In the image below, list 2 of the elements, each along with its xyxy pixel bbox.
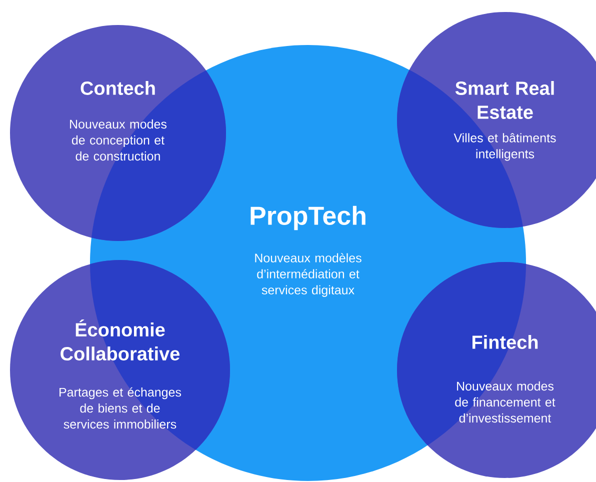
heading: PropTech (250, 206, 366, 230)
description: Nouveaux modèles d’intermédiation et services digitaux (255, 253, 362, 297)
